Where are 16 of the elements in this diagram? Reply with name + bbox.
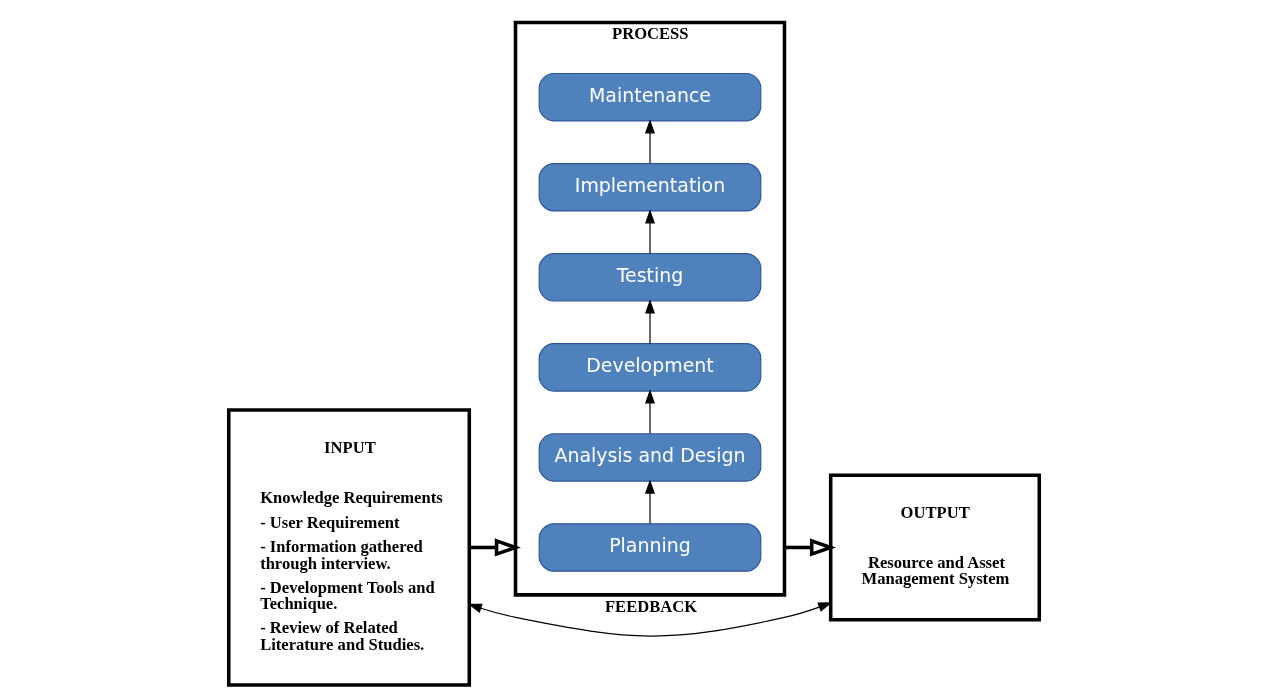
node-box: Testing [538,253,761,302]
node-box: Development [538,343,761,392]
node-box: Planning [538,523,761,572]
edge-label: FEEDBACK [604,596,697,616]
arrow [644,119,655,164]
node-box: OUTPUT Resource and Asset Management System [828,473,1041,622]
arrow [469,538,521,557]
node-box: INPUT Knowledge Requirements - User Requirement - Information gathered through interview. - Development Tools and Technique. - Review of Related Literature and Studies. [226,408,471,687]
arrow [644,299,655,345]
node-box: Analysis and Design [538,433,761,482]
arrow [644,209,655,254]
arrow [644,389,655,435]
arrow [784,538,836,557]
node-box: Implementation [538,162,761,212]
node-box: Maintenance [538,72,761,122]
arrow [644,479,655,525]
